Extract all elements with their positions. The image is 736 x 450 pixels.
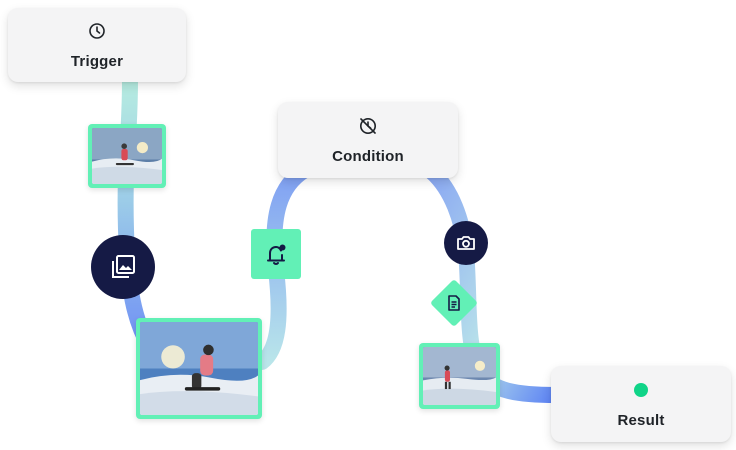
trigger-label: Trigger (70, 52, 124, 70)
snowboarder-photo-thumb-3[interactable] (419, 343, 500, 409)
result-label: Result (617, 411, 665, 429)
alarm-off-icon (358, 116, 378, 136)
snowboarder-photo-thumb-2[interactable] (136, 318, 262, 419)
photo-library-badge[interactable] (91, 235, 155, 299)
camera-badge[interactable] (444, 221, 488, 265)
connector-condition-to-result (424, 164, 564, 403)
notification-bell-icon (267, 244, 286, 265)
condition-label: Condition (332, 147, 404, 165)
condition-node[interactable]: Condition (278, 102, 458, 178)
snowboarder-photo (92, 128, 162, 184)
connector-trigger-to-image (117, 72, 158, 356)
notification-bell-badge[interactable] (251, 229, 301, 279)
result-node[interactable]: Result (551, 366, 731, 442)
photo-library-icon (112, 255, 135, 278)
snowboarder-photo (423, 347, 496, 405)
trigger-node[interactable]: Trigger (8, 8, 186, 82)
document-badge[interactable] (429, 278, 479, 328)
document-icon (448, 295, 460, 311)
status-dot-icon (631, 380, 651, 400)
compass-icon (87, 21, 107, 41)
snowboarder-photo-thumb-1[interactable] (88, 124, 166, 188)
snowboarder-photo (140, 322, 258, 415)
camera-icon (457, 236, 475, 250)
